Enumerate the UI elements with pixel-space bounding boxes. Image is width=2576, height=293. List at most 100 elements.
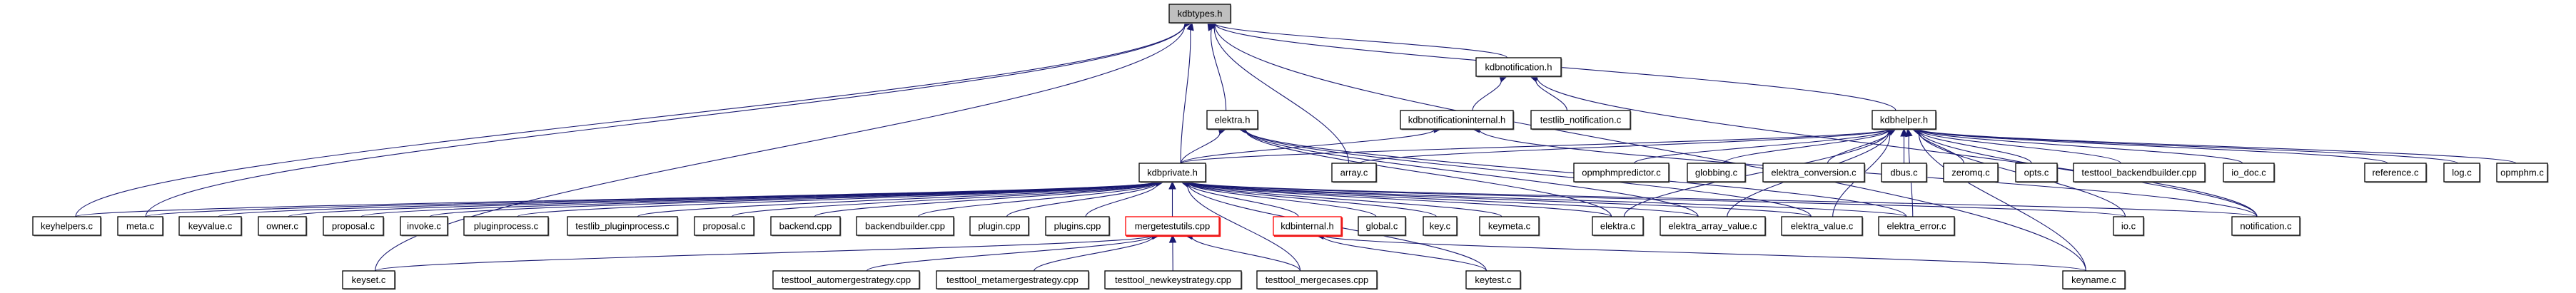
edge-line bbox=[731, 181, 1157, 217]
node-label: backend.cpp bbox=[779, 221, 832, 232]
edge-line bbox=[1323, 235, 1487, 272]
node-meta-c[interactable]: meta.c bbox=[117, 216, 164, 237]
node-label: proposal.c bbox=[703, 221, 746, 232]
node-box bbox=[1530, 110, 1631, 130]
edge-line bbox=[1245, 129, 1812, 217]
node-label: opmphm.c bbox=[2500, 168, 2544, 178]
edge-testtool_automergestrategy_cpp-to-mergetestutils_cpp bbox=[866, 232, 1161, 272]
node-pluginprocess-c[interactable]: pluginprocess.c bbox=[463, 216, 550, 237]
node-testlib-pluginprocess-c[interactable]: testlib_pluginprocess.c bbox=[567, 216, 679, 237]
node-global-c[interactable]: global.c bbox=[1358, 216, 1407, 237]
node-label: elektra.c bbox=[1600, 221, 1636, 232]
node-keyvalue-c[interactable]: keyvalue.c bbox=[178, 216, 243, 237]
node-elektra-h[interactable]: elektra.h bbox=[1206, 110, 1259, 130]
edge-line bbox=[1210, 29, 1227, 111]
node-label: plugins.cpp bbox=[1054, 221, 1101, 232]
node-label: elektra.h bbox=[1215, 115, 1251, 125]
edge-io_doc_c-to-kdbhelper_h bbox=[1911, 125, 2243, 164]
node-label: elektra_array_value.c bbox=[1668, 221, 1757, 232]
node-keyset-c[interactable]: keyset.c bbox=[342, 270, 396, 290]
edge-line bbox=[1191, 235, 1301, 272]
node-backendbuilder-cpp[interactable]: backendbuilder.cpp bbox=[856, 216, 955, 237]
node-box bbox=[969, 216, 1029, 236]
edge-elektra_c-to-kdbprivate_h bbox=[1180, 178, 1612, 217]
node-keymeta-c[interactable]: keymeta.c bbox=[1479, 216, 1540, 237]
node-box bbox=[323, 216, 384, 236]
node-box bbox=[1687, 163, 1746, 183]
node-key-c[interactable]: key.c bbox=[1423, 216, 1458, 237]
edge-line bbox=[1919, 129, 2121, 164]
node-label: reference.c bbox=[2372, 168, 2419, 178]
node-notification-c[interactable]: notification.c bbox=[2231, 216, 2301, 237]
edge-line bbox=[75, 181, 1157, 217]
node-label: kdbhelper.h bbox=[1880, 115, 1928, 125]
node-invoke-c[interactable]: invoke.c bbox=[400, 216, 449, 237]
node-box bbox=[1943, 163, 1999, 183]
node-testtool-mergecases-cpp[interactable]: testtool_mergecases.cpp bbox=[1256, 270, 1378, 290]
node-kdbnotification-h[interactable]: kdbnotification.h bbox=[1475, 57, 1562, 78]
node-box bbox=[694, 216, 754, 236]
node-label: keyvalue.c bbox=[188, 221, 233, 232]
node-backend-cpp[interactable]: backend.cpp bbox=[770, 216, 842, 237]
node-opmphm-c[interactable]: opmphm.c bbox=[2496, 163, 2549, 183]
node-testtool-newkeystrategy-cpp[interactable]: testtool_newkeystrategy.cpp bbox=[1104, 270, 1243, 290]
node-owner-c[interactable]: owner.c bbox=[258, 216, 308, 237]
node-elektra-error-c[interactable]: elektra_error.c bbox=[1878, 216, 1956, 237]
node-box bbox=[1331, 163, 1377, 183]
node-kdbhelper-h[interactable]: kdbhelper.h bbox=[1872, 110, 1937, 130]
node-elektra-c[interactable]: elektra.c bbox=[1592, 216, 1645, 237]
node-io-c[interactable]: io.c bbox=[2113, 216, 2145, 237]
node-mergetestutils-cpp[interactable]: mergetestutils.cpp bbox=[1125, 216, 1221, 237]
node-zeromq-c[interactable]: zeromq.c bbox=[1943, 163, 1999, 183]
node-box bbox=[2073, 163, 2206, 183]
node-proposal-c-1[interactable]: proposal.c bbox=[323, 216, 385, 237]
node-label: kdbnotificationinternal.h bbox=[1408, 115, 1506, 125]
node-keytest-c[interactable]: keytest.c bbox=[1465, 270, 1522, 290]
node-array-c[interactable]: array.c bbox=[1331, 163, 1378, 183]
node-kdbinternal-h[interactable]: kdbinternal.h bbox=[1273, 216, 1343, 237]
edge-line bbox=[1006, 182, 1157, 217]
node-label: elektra_error.c bbox=[1886, 221, 1946, 232]
node-elektra-conversion-c[interactable]: elektra_conversion.c bbox=[1762, 163, 1866, 183]
node-kdbnotificationinternal-h[interactable]: kdbnotificationinternal.h bbox=[1400, 110, 1515, 130]
node-label: invoke.c bbox=[407, 221, 441, 232]
node-label: meta.c bbox=[126, 221, 155, 232]
node-testtool-automergestrategy-cpp[interactable]: testtool_automergestrategy.cpp bbox=[772, 270, 921, 290]
node-plugin-cpp[interactable]: plugin.cpp bbox=[969, 216, 1030, 237]
edge-kdbnotification_h-to-kdbtypes_h bbox=[1206, 19, 1507, 58]
node-plugins-cpp[interactable]: plugins.cpp bbox=[1045, 216, 1111, 237]
node-globbing-c[interactable]: globbing.c bbox=[1687, 163, 1747, 183]
node-box bbox=[1045, 216, 1110, 236]
edge-line bbox=[1181, 128, 1435, 164]
node-box bbox=[936, 270, 1089, 289]
arrowhead-icon bbox=[1900, 128, 1908, 137]
node-label: opmphmpredictor.c bbox=[1582, 168, 1661, 178]
node-testtool-metamergestrategy-cpp[interactable]: testtool_metamergestrategy.cpp bbox=[936, 270, 1090, 290]
node-reference-c[interactable]: reference.c bbox=[2364, 163, 2428, 183]
edge-line bbox=[1245, 129, 1612, 217]
node-testtool-backendbuilder-cpp[interactable]: testtool_backendbuilder.cpp bbox=[2073, 163, 2206, 183]
node-label: keymeta.c bbox=[1488, 221, 1531, 232]
node-proposal-c-2[interactable]: proposal.c bbox=[694, 216, 755, 237]
node-keyhelpers-c[interactable]: keyhelpers.c bbox=[32, 216, 102, 237]
node-box bbox=[463, 216, 549, 236]
node-keyname-c[interactable]: keyname.c bbox=[2062, 270, 2126, 290]
edge-line bbox=[1214, 23, 2086, 272]
arrowhead-icon bbox=[1186, 21, 1194, 31]
node-elektra-value-c[interactable]: elektra_value.c bbox=[1781, 216, 1864, 237]
node-io-doc-c[interactable]: io_doc.c bbox=[2223, 163, 2276, 183]
edge-line bbox=[1188, 182, 1299, 217]
node-kdbprivate-h[interactable]: kdbprivate.h bbox=[1138, 163, 1207, 183]
node-testlib-notification-c[interactable]: testlib_notification.c bbox=[1530, 110, 1632, 130]
node-dbus-c[interactable]: dbus.c bbox=[1881, 163, 1928, 183]
node-label: kdbprivate.h bbox=[1147, 168, 1198, 178]
node-box bbox=[1479, 216, 1540, 236]
node-label: io_doc.c bbox=[2231, 168, 2266, 178]
edge-meta_c-to-kdbtypes_h bbox=[145, 19, 1193, 217]
node-log-c[interactable]: log.c bbox=[2443, 163, 2481, 183]
node-opts-c[interactable]: opts.c bbox=[2015, 163, 2059, 183]
node-elektra-array-value-c[interactable]: elektra_array_value.c bbox=[1660, 216, 1767, 237]
node-box bbox=[2113, 216, 2144, 236]
node-opmphmpredictor-c[interactable]: opmphmpredictor.c bbox=[1573, 163, 1670, 183]
node-box bbox=[2015, 163, 2058, 183]
